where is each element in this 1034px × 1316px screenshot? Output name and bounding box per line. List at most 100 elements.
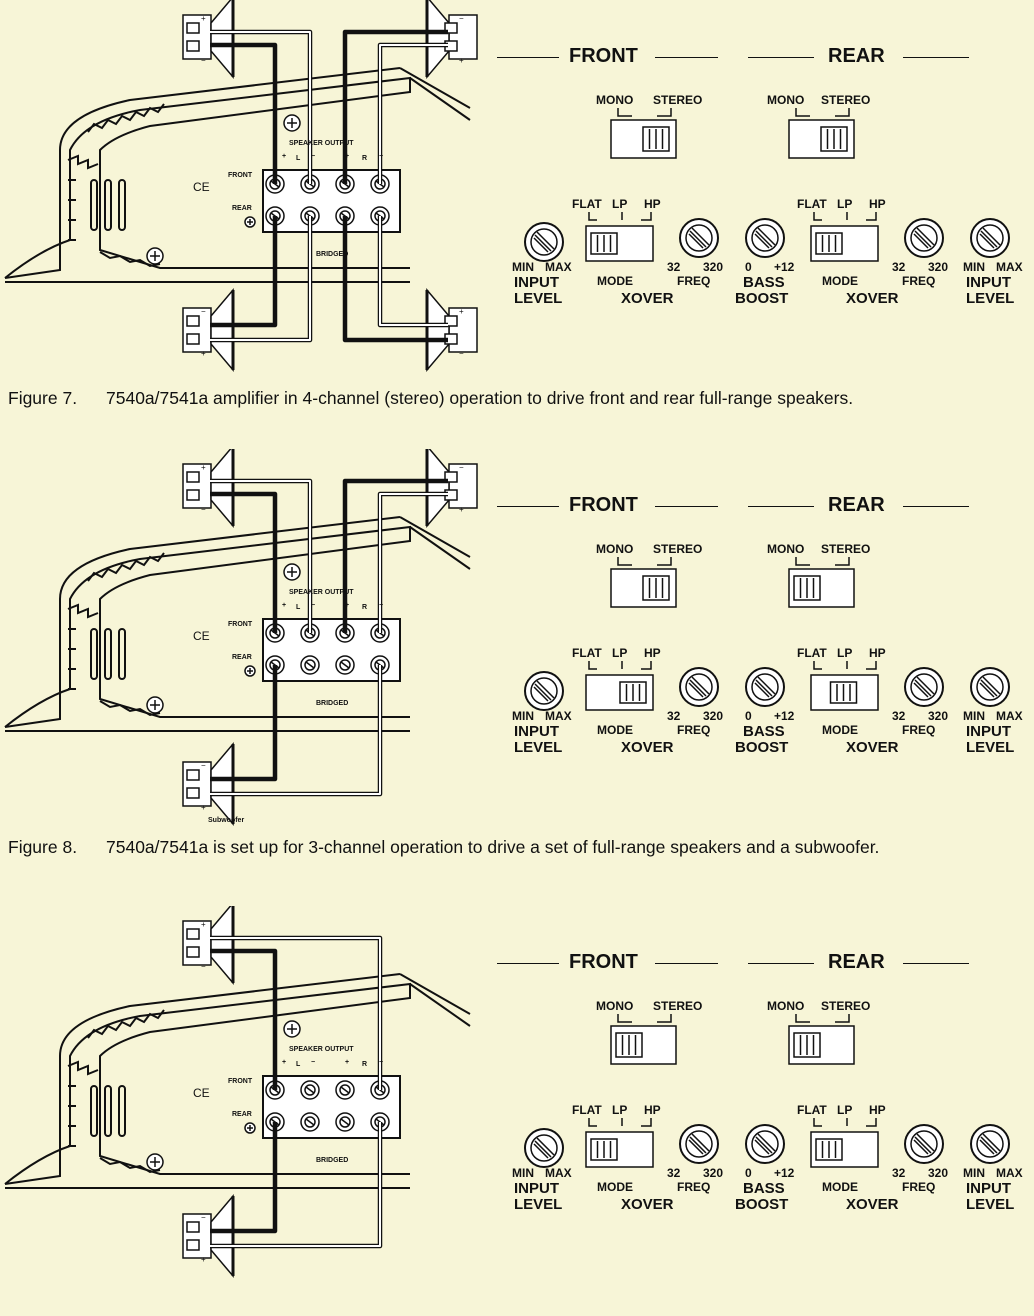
figure-caption-text: 7540a/7541a amplifier in 4-channel (ster… [106, 388, 854, 408]
rear-level-label: LEVEL [966, 290, 1015, 307]
rear-mono-stereo-switch[interactable] [788, 555, 858, 609]
front-rule-left [497, 57, 559, 58]
front-input-max-label: MAX [545, 1166, 572, 1180]
polarity-minus-label-right: − [379, 1059, 384, 1066]
front-freq-high-label: 320 [703, 260, 724, 274]
speaker-wire-light [377, 42, 448, 184]
front-hp-label: HP [644, 1103, 661, 1117]
front-freq-label: FREQ [677, 1180, 711, 1194]
speaker-wire-heavy [210, 491, 278, 633]
polarity-plus-label-right: + [345, 602, 350, 609]
rear-mode-label: MODE [822, 1180, 858, 1194]
front-mono-stereo-switch[interactable] [610, 1012, 680, 1066]
rear-mono-stereo-switch[interactable] [788, 1012, 858, 1066]
polarity-minus-label-right: − [379, 602, 384, 609]
speaker-output-label: SPEAKER OUTPUT [289, 589, 354, 596]
amp-front-label: FRONT [228, 1078, 253, 1085]
rear-input-level-knob[interactable] [968, 1122, 1012, 1166]
bass-boost-low-label: 0 [745, 260, 752, 274]
speaker-icon: +− [182, 906, 235, 986]
front-input-min-label: MIN [512, 709, 534, 723]
rear-freq-low-label: 32 [892, 1166, 906, 1180]
amplifier-wiring-diagram: +−−+ [4, 906, 471, 1279]
front-input-level-knob[interactable] [522, 669, 566, 713]
speaker-wires [210, 478, 448, 797]
bridged-label: BRIDGED [316, 700, 349, 707]
speaker-wires [210, 935, 383, 1249]
front-xover-mode-switch[interactable] [585, 1116, 657, 1170]
speaker-icon: +− [182, 449, 235, 529]
channel-left-label: L [296, 604, 301, 611]
rear-mono-label: MONO [767, 93, 805, 107]
speaker-output-label: SPEAKER OUTPUT [289, 1046, 354, 1053]
channel-right-label: R [362, 155, 368, 162]
bass-label: BASS [743, 274, 785, 291]
speaker-polarity-label: + [459, 505, 464, 514]
front-rule-right [655, 57, 718, 58]
terminal-block [262, 1075, 401, 1139]
front-input-min-label: MIN [512, 1166, 534, 1180]
rear-freq-high-label: 320 [928, 1166, 949, 1180]
speaker-wire-heavy [210, 665, 278, 782]
front-xover-freq-knob[interactable] [677, 665, 721, 709]
front-input-level-knob[interactable] [522, 220, 566, 264]
front-lp-label: LP [612, 646, 628, 660]
boost-label: BOOST [735, 290, 789, 307]
figure-caption: Figure 8.7540a/7541a is set up for 3-cha… [8, 837, 879, 858]
front-input-max-label: MAX [545, 260, 572, 274]
rear-xover-mode-switch[interactable] [810, 210, 882, 264]
front-xover-freq-knob[interactable] [677, 216, 721, 260]
front-mono-label: MONO [596, 542, 634, 556]
rear-input-label: INPUT [966, 723, 1011, 740]
rear-mono-stereo-switch[interactable] [788, 106, 858, 160]
rear-input-level-knob[interactable] [968, 216, 1012, 260]
rear-mode-label: MODE [822, 274, 858, 288]
rear-xover-mode-switch[interactable] [810, 659, 882, 713]
front-level-label: LEVEL [514, 739, 563, 756]
rear-input-label: INPUT [966, 274, 1011, 291]
amp-front-label: FRONT [228, 621, 253, 628]
rear-stereo-label: STEREO [821, 542, 871, 556]
front-mono-stereo-switch[interactable] [610, 106, 680, 160]
rear-flat-label: FLAT [797, 646, 827, 660]
amplifier-wiring-diagram: +−−+−+ [4, 449, 478, 827]
front-xover-mode-switch[interactable] [585, 659, 657, 713]
rear-flat-label: FLAT [797, 1103, 827, 1117]
rear-input-min-label: MIN [963, 260, 985, 274]
polarity-plus-label: + [282, 602, 287, 609]
bass-boost-knob[interactable] [743, 665, 787, 709]
rear-xover-freq-knob[interactable] [902, 665, 946, 709]
speaker-wire-light [210, 665, 383, 797]
channel-right-label: R [362, 1061, 368, 1068]
rear-xover-freq-knob[interactable] [902, 1122, 946, 1166]
rear-input-level-knob[interactable] [968, 665, 1012, 709]
front-xover-freq-knob[interactable] [677, 1122, 721, 1166]
front-input-level-knob[interactable] [522, 1126, 566, 1170]
figure-number: Figure 8. [8, 837, 78, 857]
bass-boost-low-label: 0 [745, 1166, 752, 1180]
rear-xover-mode-switch[interactable] [810, 1116, 882, 1170]
front-xover-mode-switch[interactable] [585, 210, 657, 264]
front-heading: FRONT [569, 951, 638, 973]
polarity-plus-label-right: + [345, 153, 350, 160]
speaker-icon: −+ [425, 0, 478, 80]
rear-lp-label: LP [837, 1103, 853, 1117]
speaker-polarity-label: − [201, 307, 206, 316]
rear-input-max-label: MAX [996, 1166, 1023, 1180]
rear-level-label: LEVEL [966, 1196, 1015, 1213]
rear-xover-label: XOVER [846, 290, 899, 307]
front-xover-label: XOVER [621, 290, 674, 307]
rear-freq-high-label: 320 [928, 709, 949, 723]
front-input-label: INPUT [514, 723, 559, 740]
bass-boost-knob[interactable] [743, 216, 787, 260]
front-mono-stereo-switch[interactable] [610, 555, 680, 609]
rear-input-max-label: MAX [996, 260, 1023, 274]
front-mode-label: MODE [597, 1180, 633, 1194]
bass-boost-knob[interactable] [743, 1122, 787, 1166]
mounting-screw-icons [146, 1020, 301, 1171]
front-hp-label: HP [644, 646, 661, 660]
subwoofer-label: Subwoofer [208, 817, 245, 824]
rear-xover-freq-knob[interactable] [902, 216, 946, 260]
front-lp-label: LP [612, 197, 628, 211]
speaker-polarity-label: + [201, 14, 206, 23]
